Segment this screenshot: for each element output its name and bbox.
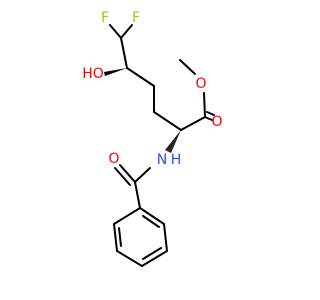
atom-label-o-ester-single: O: [195, 76, 206, 92]
bond-c5-c4: [126, 67, 155, 87]
bond-n-camide: [134, 167, 151, 183]
atom-label-o-ester-double: O: [211, 114, 222, 130]
ring-bond-3: [141, 250, 168, 267]
bond-cester-odouble-a: [204, 116, 213, 121]
molecule-canvas: F F HO O O N H O: [82, 10, 223, 267]
bond-chf2-c5: [120, 37, 128, 69]
ring-bond-2: [163, 223, 168, 252]
ring-bond-5: [113, 223, 118, 252]
atom-label-n: N: [157, 152, 167, 168]
ring-inner-3: [118, 227, 122, 247]
hash-c2-n: [165, 130, 181, 153]
molecule-structure: F F HO O O N H O: [82, 10, 223, 267]
bond-c-f1: [109, 24, 122, 39]
wedge-c5-oh: [104, 68, 127, 76]
bond-camide-phenyl: [134, 181, 141, 209]
bond-cester-odouble-b: [206, 111, 215, 116]
ring-bond-1: [139, 207, 165, 225]
atom-label-o-amide: O: [108, 151, 119, 167]
ring-bond-6: [113, 207, 141, 225]
bond-camide-o-b: [114, 167, 131, 186]
bond-c2-cester: [180, 116, 206, 131]
bond-osingle-methyl: [179, 59, 196, 75]
ring-inner-1: [142, 215, 160, 228]
ring-bond-4: [116, 250, 143, 267]
bond-c-f2: [120, 24, 133, 39]
ring-inner-2: [142, 247, 162, 260]
bond-cester-osingle: [203, 92, 206, 118]
atom-label-f1: F: [101, 10, 109, 26]
bond-camide-o-a: [119, 164, 136, 183]
atom-label-f2: F: [132, 10, 140, 26]
bond-c3-c2: [153, 111, 182, 131]
atom-label-h: H: [171, 152, 182, 168]
atom-label-ho: HO: [82, 66, 104, 82]
